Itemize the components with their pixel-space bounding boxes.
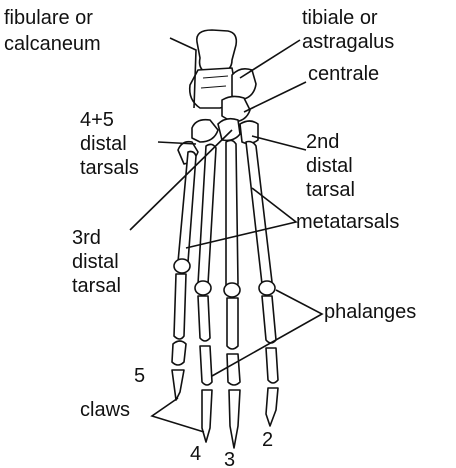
label-digit-5: 5 (134, 365, 145, 387)
label-distal3-line1: 3rd (72, 227, 101, 249)
label-distal45-line2: distal (80, 133, 127, 155)
label-digit-2: 2 (262, 429, 273, 451)
digit-5 (172, 274, 186, 400)
label-distal3-line3: tarsal (72, 275, 121, 297)
label-distal2-line1: 2nd (306, 131, 339, 153)
label-distal2-line2: distal (306, 155, 353, 177)
label-fibulare-line2: calcaneum (4, 33, 101, 55)
distal-tarsal-4-5-bone (192, 120, 218, 142)
label-distal45-line1: 4+5 (80, 109, 114, 131)
claws-leader (152, 398, 204, 432)
distal-tarsal-2-bone (240, 121, 258, 144)
centrale-bone (222, 96, 250, 122)
label-tibiale-line2: astragalus (302, 31, 394, 53)
digit-3 (227, 298, 240, 448)
distal-tarsal-3-bone (218, 119, 240, 141)
label-metatarsals: metatarsals (296, 211, 399, 233)
label-fibulare-line1: fibulare or (4, 7, 93, 29)
metatarsal-3 (224, 140, 240, 297)
label-distal3-line2: distal (72, 251, 119, 273)
metatarsal-4 (195, 144, 216, 295)
label-tibiale-line1: tibiale or (302, 7, 378, 29)
label-claws: claws (80, 399, 130, 421)
digit-2 (262, 296, 278, 426)
metatarsal-2 (246, 142, 275, 296)
astragalus-bone (232, 69, 256, 100)
tibiale-leader (240, 40, 300, 78)
label-phalanges: phalanges (324, 301, 416, 323)
label-digit-4: 4 (190, 443, 201, 465)
metatarsal-5 (174, 152, 196, 274)
distal-2-leader (252, 136, 306, 150)
digit-4 (198, 296, 212, 442)
label-distal2-line3: tarsal (306, 179, 355, 201)
label-digit-3: 3 (224, 449, 235, 468)
label-centrale: centrale (308, 63, 379, 85)
label-distal45-line3: tarsals (80, 157, 139, 179)
